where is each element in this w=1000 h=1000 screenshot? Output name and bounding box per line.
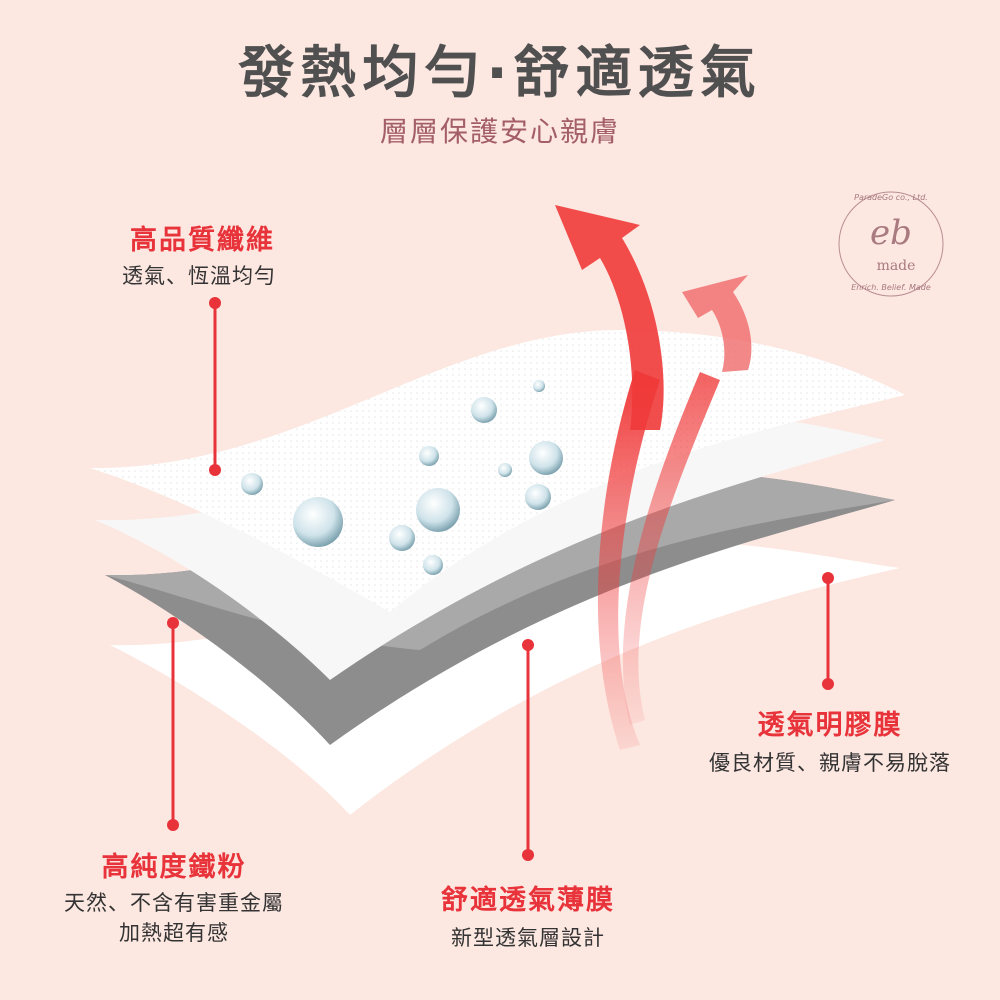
callout-label: 高純度鐵粉: [101, 852, 247, 883]
layer-gelatin-film: [110, 540, 900, 815]
callout-label: 透氣明膠膜: [757, 710, 903, 741]
layer-iron-powder: [95, 410, 885, 680]
callout-desc: 優良材質、親膚不易脫落: [709, 751, 951, 775]
svg-text:Enrich. Belief. Made: Enrich. Belief. Made: [851, 283, 931, 292]
svg-text:made: made: [877, 258, 916, 274]
callout-iron: 高純度鐵粉 天然、不含有害重金屬 加熱超有感: [40, 845, 308, 948]
callout-gelatin-film: 透氣明膠膜 優良材質、親膚不易脫落: [680, 703, 980, 778]
callout-desc: 新型透氣層設計: [451, 926, 605, 950]
callout-desc: 天然、不含有害重金屬: [64, 891, 284, 915]
callout-desc: 透氣、恆溫均勻: [122, 264, 276, 288]
layer-breathable-film: [105, 470, 895, 745]
callout-desc: 加熱超有感: [119, 921, 229, 945]
water-droplets: [241, 380, 563, 575]
page-title: 發熱均勻·舒適透氣: [238, 41, 762, 106]
heat-arrow-large: [597, 370, 660, 750]
heat-arrow-small-head: [682, 275, 752, 372]
callout-label: 高品質纖維: [130, 225, 275, 256]
callout-breathable-film: 舒適透氣薄膜 新型透氣層設計: [408, 878, 648, 953]
heat-arrow-large-head: [555, 205, 664, 430]
page-subtitle: 層層保護安心親膚: [379, 115, 620, 148]
heat-arrow-small: [622, 372, 720, 725]
callout-fiber: 高品質纖維 透氣、恆溫均勻: [122, 218, 276, 291]
callout-label: 舒適透氣薄膜: [441, 885, 615, 916]
svg-text:ParadeGo co., Ltd.: ParadeGo co., Ltd.: [854, 193, 928, 202]
brand-logo: ParadeGo co., Ltd. eb made Enrich. Belie…: [826, 186, 956, 302]
svg-text:eb: eb: [870, 213, 912, 253]
